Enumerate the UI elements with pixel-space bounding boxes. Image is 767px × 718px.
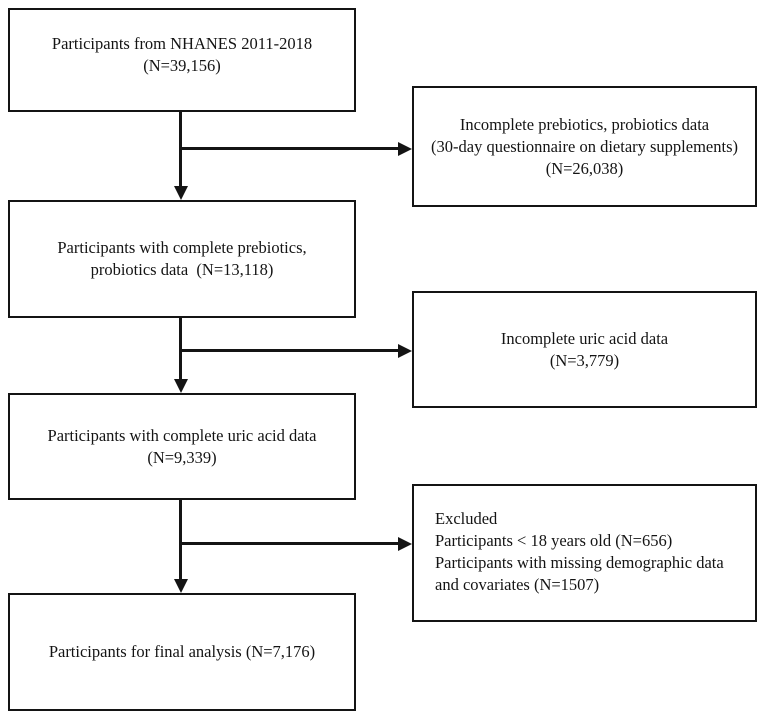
box-text-line: and covariates (N=1507) bbox=[435, 575, 600, 594]
arrow-right-icon bbox=[398, 141, 412, 156]
arrow-right-icon bbox=[398, 343, 412, 358]
flow-box-final-analysis: Participants for final analysis (N=7,176… bbox=[8, 593, 356, 711]
box-text-line: (N=26,038) bbox=[545, 158, 624, 178]
flow-box-incomplete-uric-acid: Incomplete uric acid data (N=3,779) bbox=[412, 291, 757, 408]
flow-box-complete-uric-acid: Participants with complete uric acid dat… bbox=[8, 393, 356, 500]
flow-box-excluded: Excluded Participants < 18 years old (N=… bbox=[412, 484, 757, 622]
box-text-line: Participants with missing demographic da… bbox=[435, 553, 724, 572]
box-text-line: Participants for final analysis (N=7,176… bbox=[48, 642, 316, 661]
box-text-line: (N=39,156) bbox=[143, 56, 221, 75]
box-text-line: Excluded bbox=[435, 509, 498, 528]
arrow-down-icon bbox=[173, 379, 188, 393]
box-text-line: (30-day questionnaire on dietary supplem… bbox=[431, 136, 738, 156]
box-text-line: (N=9,339) bbox=[147, 447, 217, 467]
box-text-line: Participants with complete prebiotics, bbox=[57, 238, 307, 257]
branch-line-3 bbox=[179, 542, 400, 545]
connector-line-1 bbox=[179, 112, 182, 188]
arrow-down-icon bbox=[173, 186, 188, 200]
box-text-line: probiotics data (N=13,118) bbox=[90, 260, 274, 279]
flow-box-nhanes-participants: Participants from NHANES 2011-2018 (N=39… bbox=[8, 8, 356, 112]
box-text-line: Participants with complete uric acid dat… bbox=[47, 425, 317, 445]
branch-line-1 bbox=[179, 147, 400, 150]
box-text-line: Participants < 18 years old (N=656) bbox=[435, 531, 673, 550]
box-text-line: Incomplete prebiotics, probiotics data bbox=[459, 114, 710, 134]
flow-box-complete-prebiotics: Participants with complete prebiotics, p… bbox=[8, 200, 356, 318]
branch-line-2 bbox=[179, 349, 400, 352]
arrow-down-icon bbox=[173, 579, 188, 593]
flow-box-incomplete-prebiotics: Incomplete prebiotics, probiotics data (… bbox=[412, 86, 757, 207]
box-text-line: Incomplete uric acid data bbox=[500, 328, 669, 348]
connector-line-3 bbox=[179, 500, 182, 582]
box-text-line: Participants from NHANES 2011-2018 bbox=[51, 34, 313, 53]
box-text-line: (N=3,779) bbox=[549, 350, 620, 370]
arrow-right-icon bbox=[398, 536, 412, 551]
